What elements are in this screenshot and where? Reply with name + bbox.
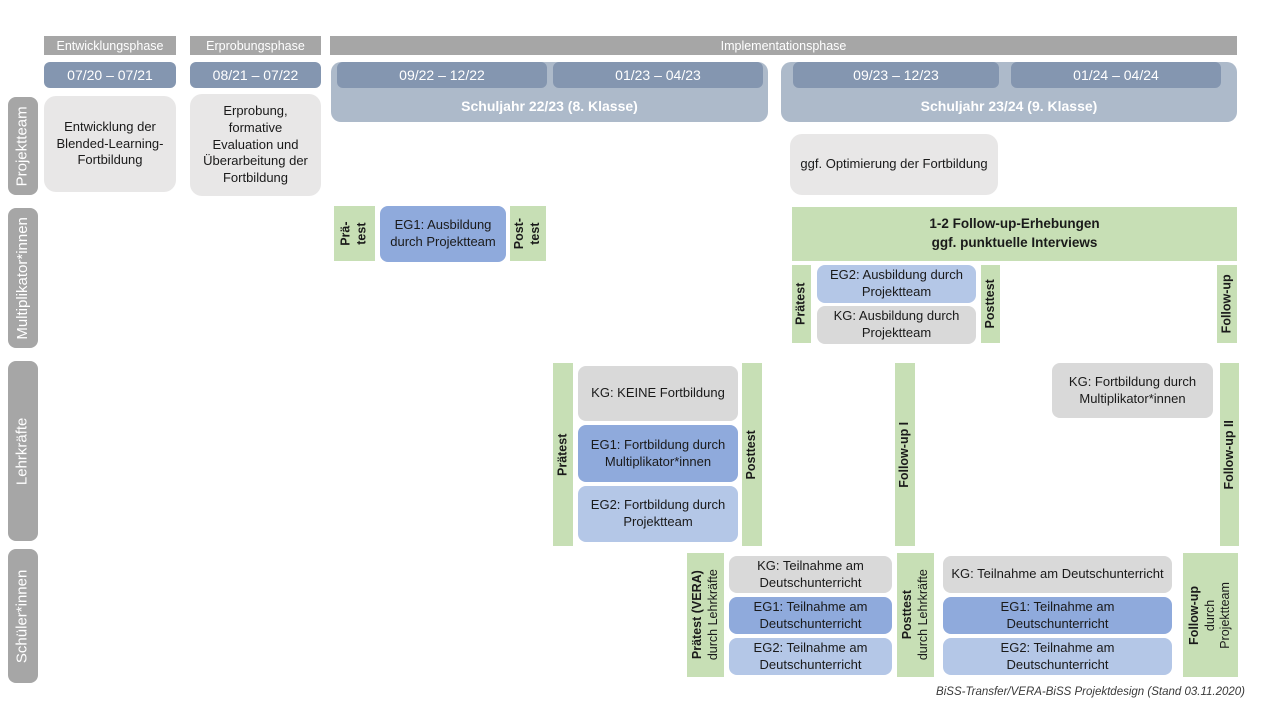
lehr-praetest-bar: Prätest — [553, 363, 573, 546]
projektteam-entwicklung-box: Entwicklung der Blended-Learning-Fortbil… — [44, 96, 176, 192]
bar-label-line: test — [354, 222, 369, 245]
mult-followup-label: Follow-up — [1219, 274, 1234, 334]
schueler-posttest-label: Posttest durch Lehrkräfte — [900, 569, 931, 660]
schuljahr-2324-label: Schuljahr 23/24 (9. Klasse) — [920, 98, 1098, 114]
lehr-followup2-label: Follow-up II — [1221, 419, 1236, 490]
date-bar-0123-0423: 01/23 – 04/23 — [553, 62, 763, 88]
followup-line2: ggf. punktuelle Interviews — [931, 235, 1098, 250]
mult-praetest2-bar: Prätest — [792, 265, 811, 343]
mult-posttest2-label: Posttest — [982, 279, 997, 329]
mult-posttest-bar: Post- test — [510, 206, 546, 261]
schueler-followup-bar: Follow-up durch Projektteam — [1183, 553, 1238, 677]
bar-label-line: durch Lehrkräfte — [915, 569, 930, 661]
lehr-praetest-label: Prätest — [555, 433, 570, 476]
schueler-eg1b-box: EG1: Teilnahme am Deutschunterricht — [943, 597, 1172, 634]
lehr-posttest-label: Posttest — [744, 429, 759, 480]
schueler-praetest-vera-bar: Prätest (VERA) durch Lehrkräfte — [687, 553, 724, 677]
mult-posttest-label: Post- test — [512, 218, 543, 249]
lehr-followup1-label: Follow-up I — [897, 421, 912, 488]
row-label-lehrkraefte: Lehrkräfte — [8, 361, 38, 541]
mult-followup-erhebungen-bar: 1-2 Follow-up-Erhebungen ggf. punktuelle… — [792, 207, 1237, 261]
schueler-kg2-box: KG: Teilnahme am Deutschunterricht — [943, 556, 1172, 593]
bar-label-line: Prätest (VERA) — [689, 570, 704, 660]
bar-label-line: Follow-up — [1187, 585, 1202, 645]
mult-eg1-box: EG1: Ausbildung durch Projektteam — [380, 206, 506, 262]
bar-label-line: durch — [1202, 599, 1217, 631]
date-bar-0922-1222: 09/22 – 12/22 — [337, 62, 547, 88]
row-label-text: Schüler*innen — [13, 569, 31, 663]
date-bar-0720-0721: 07/20 – 07/21 — [44, 62, 176, 88]
mult-kg-box: KG: Ausbildung durch Projektteam — [817, 306, 976, 344]
row-label-text: Multiplikator*innen — [13, 216, 31, 340]
followup-line1: 1-2 Follow-up-Erhebungen — [929, 216, 1100, 232]
mult-posttest2-bar: Posttest — [981, 265, 1000, 343]
projektteam-erprobung-box: Erprobung, formative Evaluation und Über… — [190, 94, 321, 196]
bar-label-line: Post- — [512, 217, 527, 250]
mult-praetest2-label: Prätest — [793, 282, 808, 326]
lehr-kg2-box: KG: Fortbildung durch Multiplikator*inne… — [1052, 363, 1213, 418]
schueler-eg2a-box: EG2: Teilnahme am Deutschunterricht — [729, 638, 892, 675]
row-label-schueler: Schüler*innen — [8, 549, 38, 683]
bar-label-line: Posttest — [899, 590, 914, 640]
phase-header-implementation: Implementationsphase — [330, 36, 1237, 55]
footer-caption: BiSS-Transfer/VERA-BiSS Projektdesign (S… — [936, 686, 1245, 698]
lehr-eg2-box: EG2: Fortbildung durch Projektteam — [578, 486, 738, 542]
mult-followup-bar: Follow-up — [1217, 265, 1237, 343]
lehr-eg1-box: EG1: Fortbildung durch Multiplikator*inn… — [578, 425, 738, 482]
bar-label-line: Prä- — [338, 221, 353, 246]
lehr-followup2-bar: Follow-up II — [1220, 363, 1239, 546]
date-bar-0124-0424: 01/24 – 04/24 — [1011, 62, 1221, 88]
mult-eg2-box: EG2: Ausbildung durch Projektteam — [817, 265, 976, 303]
bar-label-line: test — [528, 222, 542, 245]
schueler-posttest-bar: Posttest durch Lehrkräfte — [897, 553, 934, 677]
row-label-projektteam: Projektteam — [8, 97, 38, 195]
lehr-followup1-bar: Follow-up I — [895, 363, 915, 546]
schueler-praetest-vera-label: Prätest (VERA) durch Lehrkräfte — [690, 569, 721, 660]
row-label-text: Lehrkräfte — [13, 417, 31, 485]
row-label-multiplikatoren: Multiplikator*innen — [8, 208, 38, 348]
bar-label-line: durch Lehrkräfte — [705, 569, 720, 661]
schueler-kg1-box: KG: Teilnahme am Deutschunterricht — [729, 556, 892, 593]
bar-label-line: Projektteam — [1218, 581, 1233, 649]
lehr-kg-box: KG: KEINE Fortbildung — [578, 366, 738, 421]
mult-praetest-bar: Prä- test — [334, 206, 375, 261]
date-bar-0821-0722: 08/21 – 07/22 — [190, 62, 321, 88]
schueler-eg2b-box: EG2: Teilnahme am Deutschunterricht — [943, 638, 1172, 675]
schueler-eg1a-box: EG1: Teilnahme am Deutschunterricht — [729, 597, 892, 634]
date-bar-0923-1223: 09/23 – 12/23 — [793, 62, 999, 88]
phase-header-erprobung: Erprobungsphase — [190, 36, 321, 55]
phase-header-entwicklung: Entwicklungsphase — [44, 36, 176, 55]
row-label-text: Projektteam — [13, 105, 31, 187]
schueler-followup-label: Follow-up durch Projektteam — [1187, 582, 1234, 649]
lehr-posttest-bar: Posttest — [742, 363, 762, 546]
projektteam-optimierung-box: ggf. Optimierung der Fortbildung — [790, 134, 998, 195]
mult-praetest-label: Prä- test — [339, 221, 370, 245]
schuljahr-2223-label: Schuljahr 22/23 (8. Klasse) — [461, 98, 638, 114]
